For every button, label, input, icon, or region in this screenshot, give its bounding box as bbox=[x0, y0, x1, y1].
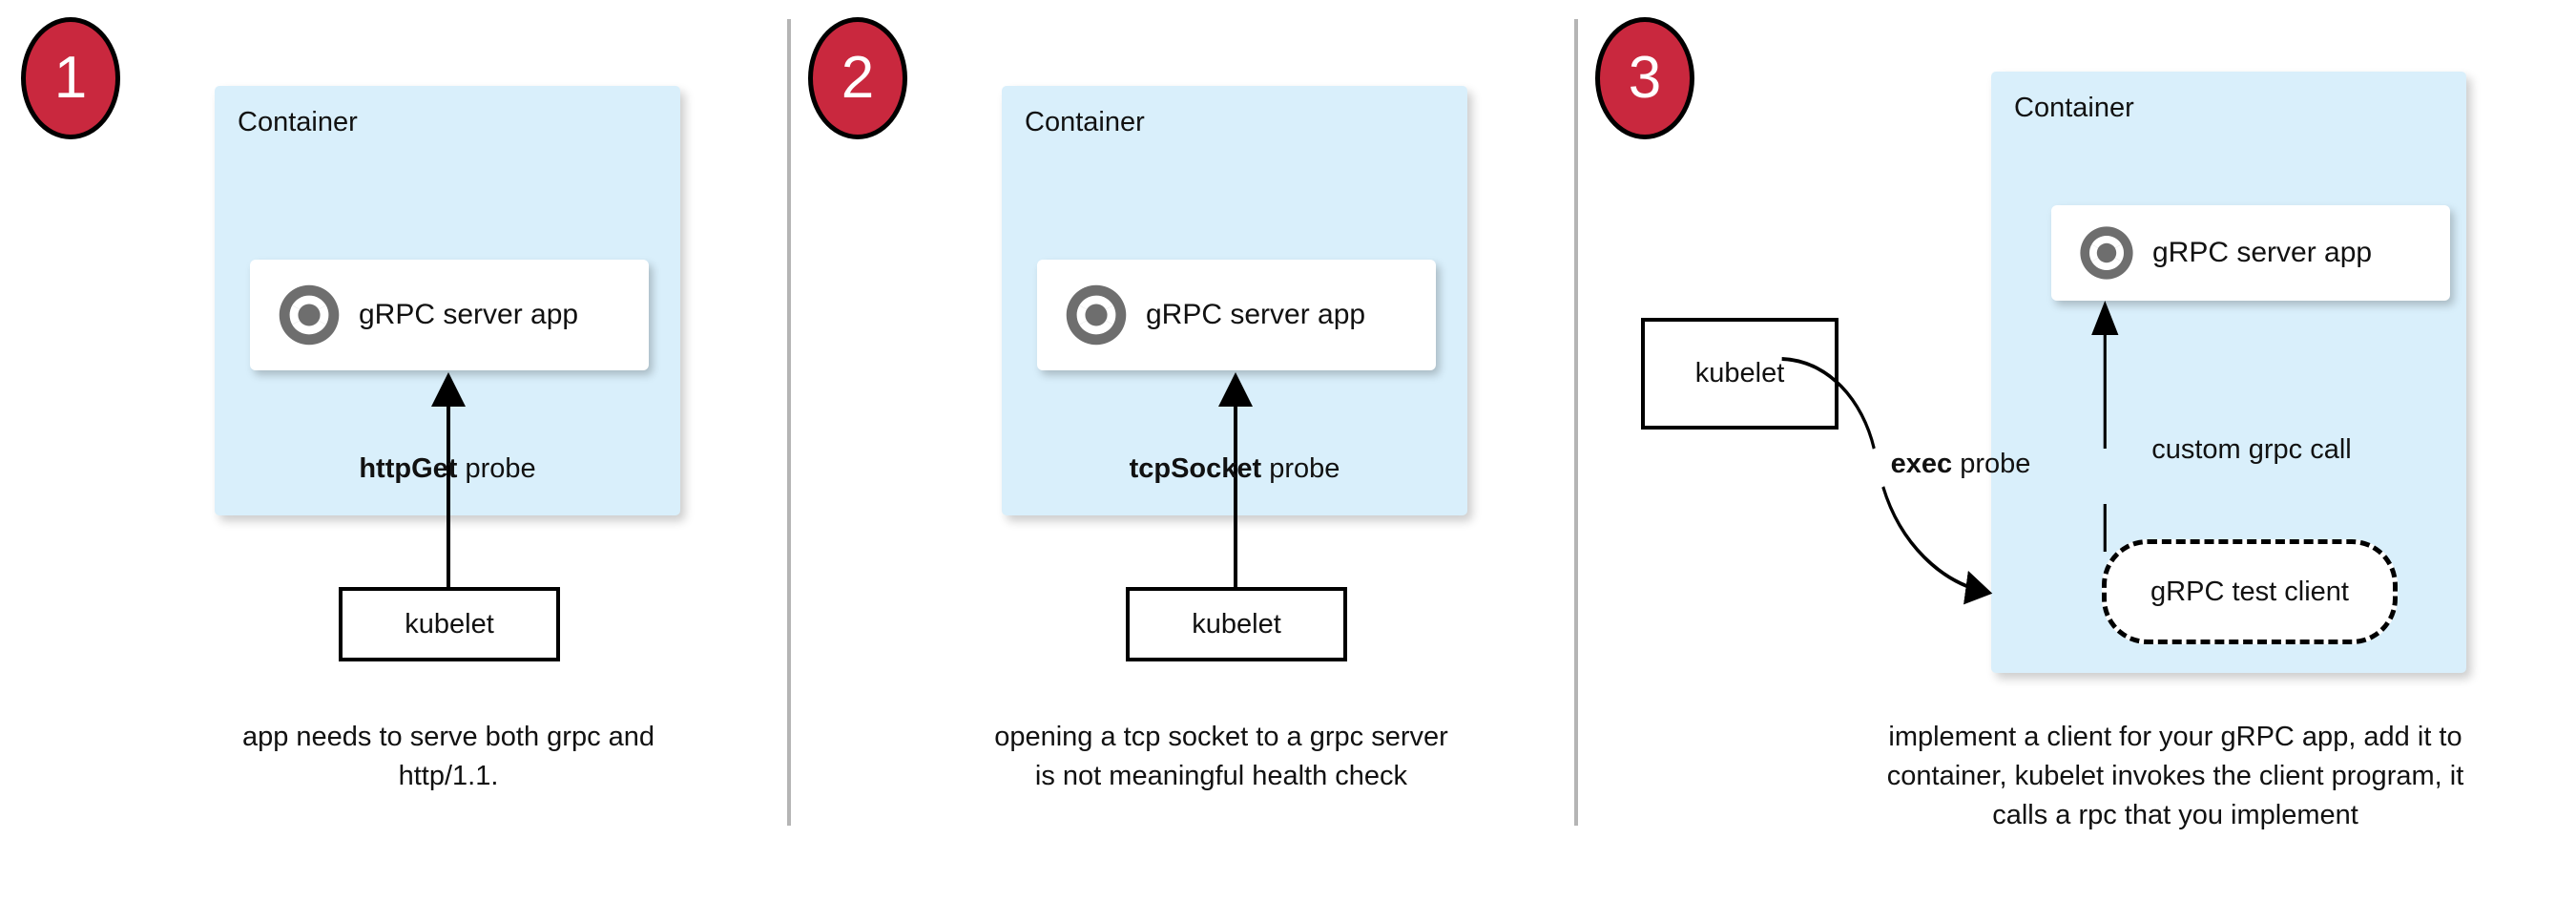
grpc-test-client-node: gRPC test client bbox=[2102, 539, 2398, 644]
grpc-logo-icon bbox=[2080, 226, 2133, 280]
probe-label-3: exec probe bbox=[1832, 449, 2089, 480]
panel-1: 1 Container gRPC server app bbox=[0, 0, 787, 923]
grpc-server-app-card-2: gRPC server app bbox=[1037, 260, 1436, 370]
step-badge-3-number: 3 bbox=[1628, 45, 1662, 111]
probe-label-3-suffix: probe bbox=[1952, 449, 2031, 479]
probe-label-2-suffix: probe bbox=[1261, 453, 1340, 484]
kubelet-box-2: kubelet bbox=[1126, 587, 1347, 661]
probe-label-2-name: tcpSocket bbox=[1129, 453, 1262, 484]
step-badge-1-number: 1 bbox=[53, 45, 88, 111]
probe-label-2: tcpSocket probe bbox=[1002, 453, 1467, 485]
panel-3: 3 Container gRPC server app kubel bbox=[1574, 0, 2466, 923]
panel-divider-2 bbox=[1574, 19, 1578, 826]
probe-label-1-suffix: probe bbox=[457, 453, 536, 484]
container-label-2: Container bbox=[1025, 107, 1145, 137]
container-label-1: Container bbox=[238, 107, 358, 137]
panel-1-caption: app needs to serve both grpc and http/1.… bbox=[241, 722, 655, 792]
grpc-test-client-label: gRPC test client bbox=[2150, 576, 2349, 607]
probe-label-3-name: exec bbox=[1890, 449, 1953, 479]
grpc-logo-icon bbox=[279, 284, 340, 346]
grpc-server-app-label-3: gRPC server app bbox=[2152, 237, 2373, 268]
grpc-server-app-label-1: gRPC server app bbox=[359, 299, 579, 330]
panel-2: 2 Container gRPC server app bbox=[787, 0, 1574, 923]
kubelet-label-2: kubelet bbox=[1192, 608, 1281, 640]
panel-divider-1 bbox=[787, 19, 791, 826]
step-badge-2: 2 bbox=[808, 17, 907, 139]
step-badge-3: 3 bbox=[1595, 17, 1694, 139]
container-label-3: Container bbox=[2014, 93, 2134, 123]
probe-label-1: httpGet probe bbox=[215, 453, 680, 485]
step-badge-1: 1 bbox=[21, 17, 120, 139]
probe-label-1-name: httpGet bbox=[359, 453, 458, 484]
custom-grpc-call-label: custom grpc call bbox=[2151, 434, 2352, 465]
kubelet-box-3: kubelet bbox=[1641, 318, 1839, 430]
grpc-server-app-label-2: gRPC server app bbox=[1146, 299, 1366, 330]
kubelet-label-3: kubelet bbox=[1694, 358, 1785, 388]
grpc-server-app-card-3: gRPC server app bbox=[2051, 205, 2450, 301]
kubelet-label-1: kubelet bbox=[405, 608, 494, 640]
panel-2-caption: opening a tcp socket to a grpc server is… bbox=[994, 722, 1448, 792]
kubelet-box-1: kubelet bbox=[339, 587, 560, 661]
grpc-server-app-card-1: gRPC server app bbox=[250, 260, 649, 370]
grpc-logo-icon bbox=[1066, 284, 1127, 346]
step-badge-2-number: 2 bbox=[841, 45, 875, 111]
panel-3-caption: implement a client for your gRPC app, ad… bbox=[1886, 722, 2464, 831]
